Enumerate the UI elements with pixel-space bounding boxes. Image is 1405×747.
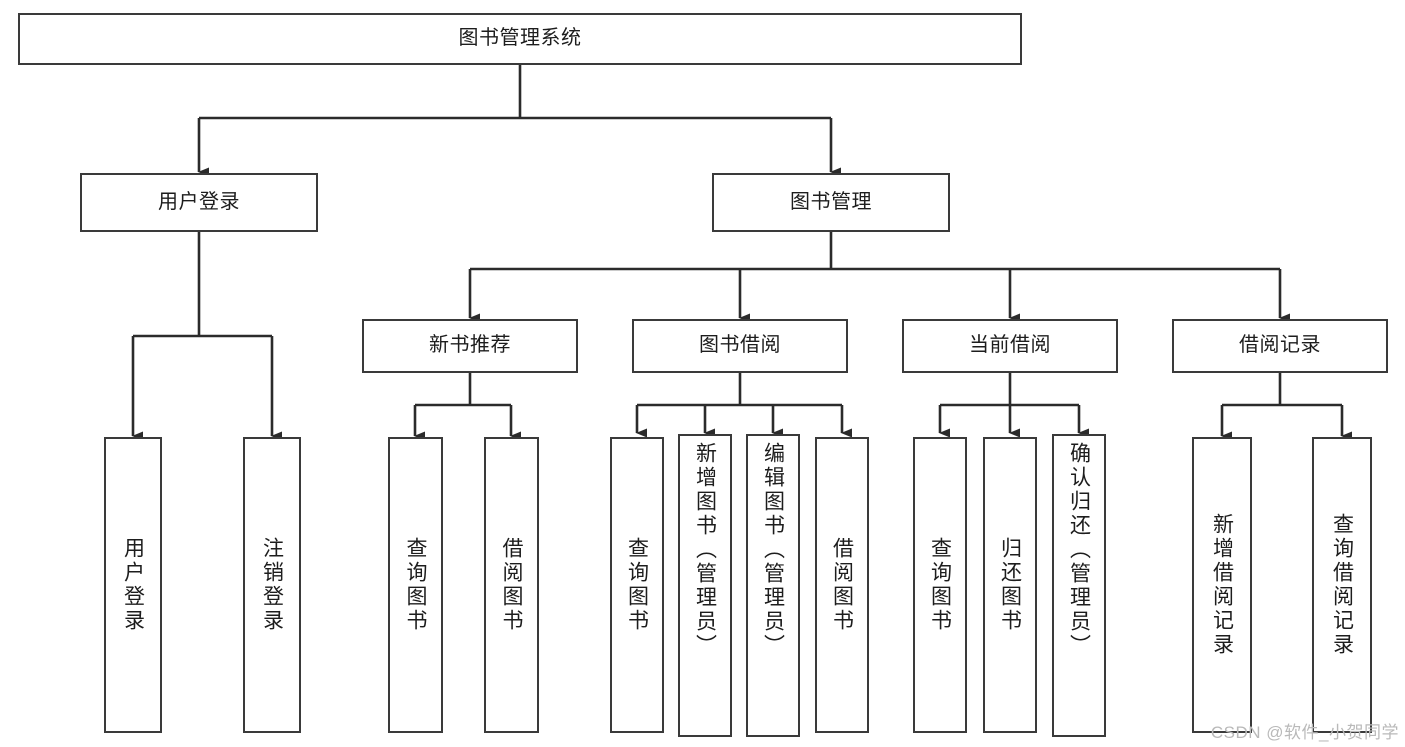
node-leaf-borrow-book-2[interactable]: 借阅图书: [815, 437, 869, 733]
node-leaf-add-book[interactable]: 新增图书（管理员）: [678, 434, 732, 737]
node-label: 图书管理系统: [458, 27, 582, 50]
node-leaf-query-book-2[interactable]: 查询图书: [610, 437, 664, 733]
node-login[interactable]: 用户登录: [80, 173, 318, 232]
node-bookmgr[interactable]: 图书管理: [712, 173, 950, 232]
node-leaf-return-book[interactable]: 归还图书: [983, 437, 1037, 733]
node-leaf-borrow-book-1[interactable]: 借阅图书: [484, 437, 539, 733]
node-label: 用户登录: [121, 537, 145, 633]
node-leaf-edit-book[interactable]: 编辑图书（管理员）: [746, 434, 800, 737]
node-current[interactable]: 当前借阅: [902, 319, 1118, 373]
node-leaf-logout[interactable]: 注销登录: [243, 437, 301, 733]
node-records[interactable]: 借阅记录: [1172, 319, 1388, 373]
node-label: 新增图书（管理员）: [693, 442, 717, 658]
node-label: 查询借阅记录: [1330, 513, 1354, 657]
node-label: 查询图书: [928, 537, 952, 633]
node-label: 归还图书: [998, 537, 1022, 633]
node-label: 查询图书: [625, 537, 649, 633]
node-newbook[interactable]: 新书推荐: [362, 319, 578, 373]
node-leaf-query-record[interactable]: 查询借阅记录: [1312, 437, 1372, 733]
node-label: 用户登录: [158, 190, 240, 213]
node-borrow[interactable]: 图书借阅: [632, 319, 848, 373]
node-label: 新书推荐: [429, 334, 511, 357]
node-label: 新增借阅记录: [1210, 513, 1234, 657]
node-label: 当前借阅: [969, 334, 1051, 357]
node-label: 确认归还（管理员）: [1067, 442, 1091, 658]
node-label: 借阅图书: [830, 537, 854, 633]
node-leaf-user-login[interactable]: 用户登录: [104, 437, 162, 733]
node-leaf-query-book-1[interactable]: 查询图书: [388, 437, 443, 733]
node-label: 借阅图书: [500, 537, 523, 633]
node-label: 图书管理: [790, 190, 872, 213]
node-label: 编辑图书（管理员）: [761, 442, 785, 658]
node-leaf-add-record[interactable]: 新增借阅记录: [1192, 437, 1252, 733]
node-label: 查询图书: [404, 537, 427, 633]
node-label: 借阅记录: [1239, 334, 1321, 357]
node-label: 注销登录: [260, 537, 284, 633]
node-leaf-confirm-return[interactable]: 确认归还（管理员）: [1052, 434, 1106, 737]
node-root[interactable]: 图书管理系统: [18, 13, 1022, 65]
node-leaf-query-book-3[interactable]: 查询图书: [913, 437, 967, 733]
watermark: CSDN @软件_小贺同学: [1210, 723, 1399, 742]
node-label: 图书借阅: [699, 334, 781, 357]
